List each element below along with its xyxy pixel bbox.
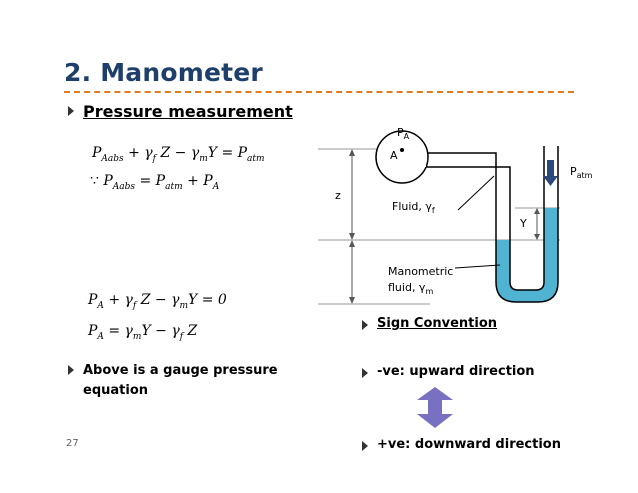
- upward-direction-text: -ve: upward direction: [377, 364, 535, 379]
- z-label: z: [335, 189, 341, 202]
- fluid-pointer: [457, 175, 495, 211]
- y-label: Y: [520, 217, 527, 230]
- y-arrow-down-icon: [534, 234, 540, 240]
- patm-label: Patm: [570, 165, 593, 181]
- z-arrow-up-icon: [349, 149, 355, 156]
- manometric-fluid-label: Manometric fluid, γm: [388, 265, 454, 297]
- z-arrow-down-icon: [349, 233, 355, 240]
- title-divider: [64, 91, 574, 93]
- equation-pa: PA = γmY − γf Z: [88, 323, 198, 342]
- direction-double-arrow-icon: [417, 387, 453, 428]
- bullet-arrow-icon: [362, 320, 368, 330]
- point-a-dot: [400, 148, 404, 152]
- lower-arrow-up-icon: [349, 240, 355, 247]
- bullet-arrow-icon: [68, 365, 74, 375]
- equation-gauge-zero: PA + γf Z − γmY = 0: [88, 292, 227, 311]
- patm-arrow-head-icon: [543, 176, 558, 186]
- equation-since-absolute: ∵ PAabs = Patm + PA: [90, 173, 220, 192]
- gauge-pressure-text: Above is a gauge pressure equation: [83, 363, 278, 398]
- lower-arrow-down-icon: [349, 297, 355, 304]
- equation-absolute-pressure: PAabs + γf Z − γmY = Patm: [92, 145, 265, 164]
- u-tube-inner: [509, 146, 545, 291]
- y-arrow-up-icon: [534, 208, 540, 214]
- patm-arrow-shaft: [547, 160, 554, 176]
- bullet-arrow-icon: [362, 368, 368, 378]
- connecting-pipe: [422, 152, 497, 240]
- pressure-measurement-heading: Pressure measurement: [83, 102, 293, 121]
- manometric-fluid: [496, 208, 558, 302]
- downward-direction-text: +ve: downward direction: [377, 437, 561, 452]
- sign-convention-heading: Sign Convention: [377, 316, 498, 331]
- page-number: 27: [66, 438, 79, 449]
- vessel-neck: [420, 153, 426, 167]
- pa-label: PA: [397, 126, 410, 142]
- bullet-arrow-icon: [362, 441, 368, 451]
- bullet-arrow-icon: [68, 106, 74, 116]
- a-label: A: [390, 149, 398, 162]
- u-tube-outer: [495, 146, 559, 303]
- slide-title: 2. Manometer: [64, 58, 263, 87]
- connecting-pipe-inner: [422, 166, 511, 282]
- pipe-top-cap-left: [496, 153, 510, 167]
- fluid-label: Fluid, γf: [392, 200, 435, 216]
- vessel-a: [375, 130, 429, 184]
- manometric-pointer: [454, 264, 501, 269]
